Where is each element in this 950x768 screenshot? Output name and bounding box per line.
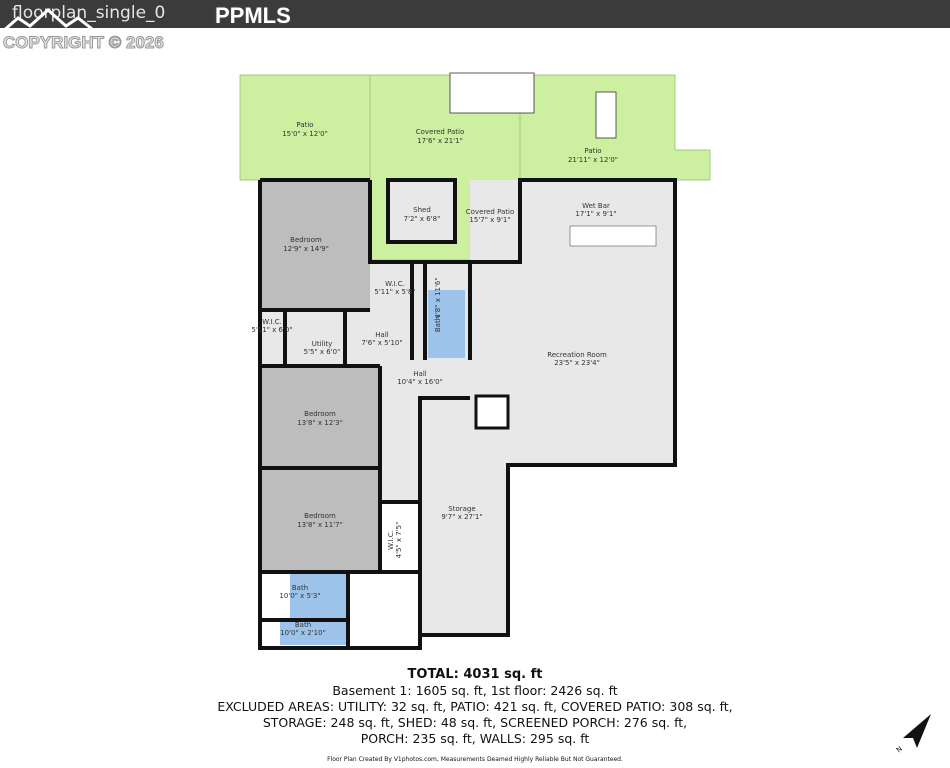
room-size: 10'0" x 5'3" — [279, 592, 320, 600]
room-size: 5'5" x 6'0" — [304, 348, 341, 356]
room-label: W.I.C. — [387, 530, 395, 550]
bedroom-3-floor — [260, 469, 380, 570]
room-label: W.I.C. — [385, 280, 405, 288]
svg-text:W.I.C.5'11" x 5'8": W.I.C.5'11" x 5'8" — [374, 280, 415, 296]
total-area: TOTAL: 4031 sq. ft — [407, 667, 543, 682]
summary-line: STORAGE: 248 sq. ft, SHED: 48 sq. ft, SC… — [262, 715, 688, 730]
mountain-logo-icon — [1, 7, 97, 34]
shed-walls — [386, 178, 457, 244]
room-size: 7'2" x 6'8" — [404, 215, 441, 223]
summary-line: EXCLUDED AREAS: UTILITY: 32 sq. ft, PATI… — [217, 699, 733, 714]
watermark-logo: PPMLS — [215, 3, 291, 28]
wet-bar-counter — [569, 225, 657, 247]
room-label: Hall — [413, 370, 426, 378]
room-size: 21'11" x 12'0" — [568, 156, 618, 164]
room-size: 5'11" x 6'0" — [251, 326, 292, 334]
room-size: 7'6" x 5'10" — [361, 339, 402, 347]
room-label: Covered Patio — [466, 208, 515, 216]
room-size: 10'4" x 16'0" — [397, 378, 443, 386]
room-size: 13'8" x 11'7" — [297, 521, 343, 529]
room-size: 5'11" x 5'8" — [374, 288, 415, 296]
room-label: Bedroom — [290, 236, 322, 244]
stairs-top — [449, 72, 535, 114]
room-size: 15'0" x 12'0" — [282, 130, 328, 138]
room-size: 13'8" x 12'3" — [297, 419, 343, 427]
watermark-copyright: COPYRIGHT © 2026 — [3, 33, 165, 53]
interior-stairs — [474, 394, 510, 430]
room-size: 17'6" x 21'1" — [417, 137, 463, 145]
summary-line: Basement 1: 1605 sq. ft, 1st floor: 2426… — [332, 683, 618, 698]
svg-text:W.I.C.5'11" x 6'0": W.I.C.5'11" x 6'0" — [251, 318, 292, 334]
room-label: Bedroom — [304, 410, 336, 418]
summary-line: PORCH: 235 sq. ft, WALLS: 295 sq. ft — [360, 731, 590, 746]
room-label: Bath — [292, 584, 308, 592]
room-label: Storage — [448, 505, 475, 513]
svg-text:W.I.C.4'5" x 7'5": W.I.C.4'5" x 7'5" — [387, 522, 403, 559]
room-label: Wet Bar — [582, 202, 610, 210]
bedroom-2-floor — [260, 368, 380, 467]
room-size: 9'7" x 27'1" — [441, 513, 482, 521]
room-label: Covered Patio — [416, 128, 465, 136]
room-label: Utility — [312, 340, 333, 348]
bath-2-floor — [290, 572, 348, 618]
room-size: 17'1" x 9'1" — [575, 210, 616, 218]
room-size: 15'7" x 9'1" — [469, 216, 510, 224]
room-label: Patio — [296, 121, 313, 129]
room-size: 10'0" x 2'10" — [280, 629, 326, 637]
title-bar: floorplan_single_0 — [0, 0, 950, 28]
walls — [258, 178, 677, 650]
north-arrow-icon: N — [895, 714, 931, 755]
room-size: 12'9" x 14'9" — [283, 245, 329, 253]
image-title: floorplan_single_0 — [12, 3, 166, 23]
credit-text: Floor Plan Created By V1photos.com, Meas… — [327, 756, 623, 763]
bath-1-floor — [428, 290, 465, 358]
area-summary: TOTAL: 4031 sq. ft Basement 1: 1605 sq. … — [0, 667, 950, 768]
bedroom-1-floor — [260, 180, 370, 310]
room-size: 4'8" x 11'6" — [434, 277, 442, 318]
room-label: Bedroom — [304, 512, 336, 520]
room-size: 23'5" x 23'4" — [554, 359, 600, 367]
room-label: Recreation Room — [547, 351, 607, 359]
room-label: Patio — [584, 147, 601, 155]
bath-3-floor — [280, 621, 348, 645]
room-label: Hall — [375, 331, 388, 339]
compass-label: N — [895, 745, 904, 755]
room-size: 4'5" x 7'5" — [395, 522, 403, 559]
room-label: Bath — [434, 316, 442, 332]
svg-text:Bath4'8" x 11'6": Bath4'8" x 11'6" — [434, 277, 442, 332]
room-label: W.I.C. — [262, 318, 282, 326]
room-label: Shed — [413, 206, 431, 214]
stairs-right — [595, 91, 617, 139]
room-label: Bath — [295, 621, 311, 629]
